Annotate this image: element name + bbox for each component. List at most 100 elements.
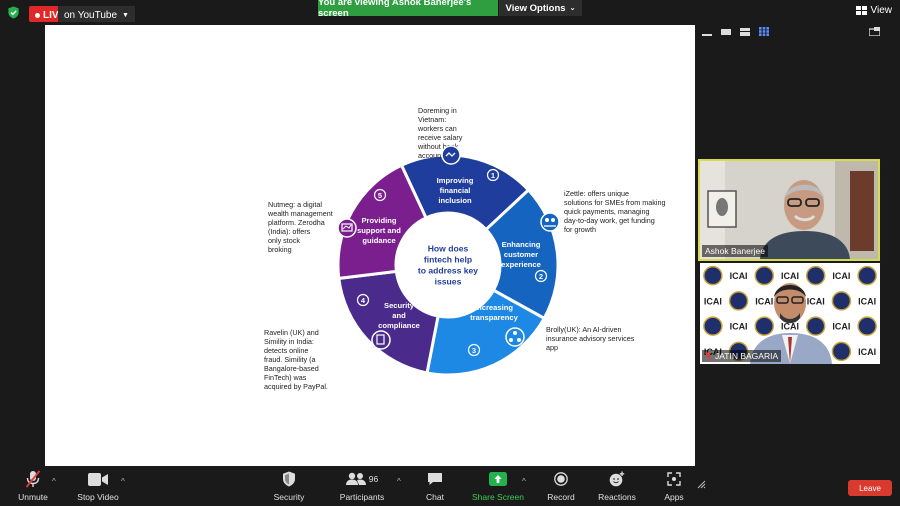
unmute-button[interactable]: Unmute xyxy=(13,468,53,506)
participants-label: Participants xyxy=(339,492,385,502)
live-dot-icon xyxy=(35,12,40,18)
chart-board-icon xyxy=(337,218,357,238)
icai-emblem-icon xyxy=(857,265,877,286)
chat-label: Chat xyxy=(426,492,444,502)
video-options-caret-icon[interactable]: ^ xyxy=(121,477,125,486)
security-shield-icon xyxy=(283,471,295,487)
view-button[interactable]: View xyxy=(855,5,892,16)
chevron-down-icon: ⌄ xyxy=(569,5,576,12)
youtube-stream-dropdown[interactable]: on YouTube ▼ xyxy=(58,6,135,22)
icai-logo-text: ICAI xyxy=(858,296,876,306)
minimize-icon[interactable] xyxy=(702,23,712,41)
security-label: Security xyxy=(273,492,305,502)
center-circle xyxy=(396,213,500,317)
icai-emblem-icon xyxy=(728,291,749,311)
gallery-view-icon[interactable] xyxy=(759,23,769,41)
icai-emblem-icon xyxy=(703,316,723,336)
icai-emblem-icon xyxy=(703,265,723,286)
participants-icon xyxy=(345,472,366,485)
segment-number: 2 xyxy=(539,272,543,281)
popout-icon[interactable] xyxy=(868,23,881,41)
icai-emblem-icon xyxy=(805,265,826,286)
audio-options-caret-icon[interactable]: ^ xyxy=(52,477,56,486)
encryption-shield-icon[interactable] xyxy=(7,6,20,19)
icai-logo-text: ICAI xyxy=(832,271,850,281)
apps-label: Apps xyxy=(664,492,684,502)
reactions-button[interactable]: Reactions xyxy=(597,468,637,506)
segment-number-circle xyxy=(534,269,548,283)
stop-video-button[interactable]: Stop Video xyxy=(75,468,121,506)
muted-microphone-icon xyxy=(25,470,41,488)
icai-emblem-icon xyxy=(805,316,826,336)
ashok-name: Ashok Banerjee xyxy=(705,246,766,256)
ashok-name-tag: Ashok Banerjee xyxy=(702,245,769,257)
video-tile-ashok-banerjee[interactable]: Ashok Banerjee xyxy=(698,159,880,261)
viewing-screen-banner: You are viewing Ashok Banerjee's screen xyxy=(318,0,498,19)
view-options-label: View Options xyxy=(505,2,566,14)
resize-handle-icon[interactable] xyxy=(697,480,706,489)
people-exchange-icon xyxy=(540,212,560,232)
segment-number: 5 xyxy=(378,191,382,200)
handshake-icon xyxy=(441,145,461,165)
icai-logo-text: ICAI xyxy=(807,296,825,306)
avatar xyxy=(760,231,850,259)
share-options-caret-icon[interactable]: ^ xyxy=(522,477,526,486)
record-label: Record xyxy=(547,492,575,502)
jatin-video-frame xyxy=(750,283,832,364)
speaker-view-icon[interactable] xyxy=(740,23,750,41)
apps-button[interactable]: Apps xyxy=(660,468,688,506)
participants-button[interactable]: 96 Participants xyxy=(336,468,388,506)
segment-number-circle xyxy=(467,343,481,357)
top-bar: LIVE on YouTube ▼ You are viewing Ashok … xyxy=(0,0,900,24)
security-button[interactable]: Security xyxy=(269,468,309,506)
chat-bubble-icon xyxy=(428,473,442,485)
caret-down-icon: ▼ xyxy=(122,11,129,19)
unmute-label: Unmute xyxy=(18,492,48,502)
record-button[interactable]: Record xyxy=(545,468,577,506)
view-options-button[interactable]: View Options ⌄ xyxy=(499,0,582,16)
video-camera-icon xyxy=(88,472,108,486)
icai-logo-text: ICAI xyxy=(704,296,722,306)
apps-icon xyxy=(667,472,681,486)
segment-number: 3 xyxy=(472,346,476,355)
document-shield-icon xyxy=(371,330,391,350)
segment-number: 4 xyxy=(361,296,366,305)
meeting-toolbar: Unmute ^ Stop Video ^ Security xyxy=(0,468,900,506)
participant-count: 96 xyxy=(368,474,379,484)
segment-number-circle xyxy=(356,293,370,307)
share-screen-button[interactable]: Share Screen xyxy=(472,468,524,506)
smiley-plus-icon xyxy=(609,471,625,487)
reactions-label: Reactions xyxy=(598,492,636,502)
icai-emblem-icon xyxy=(754,316,775,336)
share-screen-label: Share Screen xyxy=(472,492,524,502)
youtube-label: on YouTube xyxy=(64,9,118,21)
icai-logo-text: ICAI xyxy=(781,322,799,332)
icai-logo-text: ICAI xyxy=(781,271,799,281)
speaker-strip-icon[interactable] xyxy=(721,23,731,41)
muted-mic-icon xyxy=(705,351,712,361)
share-screen-arrow-icon xyxy=(489,472,507,486)
gallery-controls xyxy=(700,19,885,37)
leave-button[interactable]: Leave xyxy=(848,480,892,496)
grid-view-icon xyxy=(855,6,867,15)
icai-logo-text: ICAI xyxy=(730,322,748,332)
participants-options-caret-icon[interactable]: ^ xyxy=(397,477,401,486)
ashok-video-frame xyxy=(700,161,878,259)
record-icon xyxy=(554,472,568,486)
network-users-icon xyxy=(505,327,525,347)
chat-button[interactable]: Chat xyxy=(420,468,450,506)
icai-logo-text: ICAI xyxy=(858,347,876,357)
icai-emblem-icon xyxy=(831,341,852,362)
